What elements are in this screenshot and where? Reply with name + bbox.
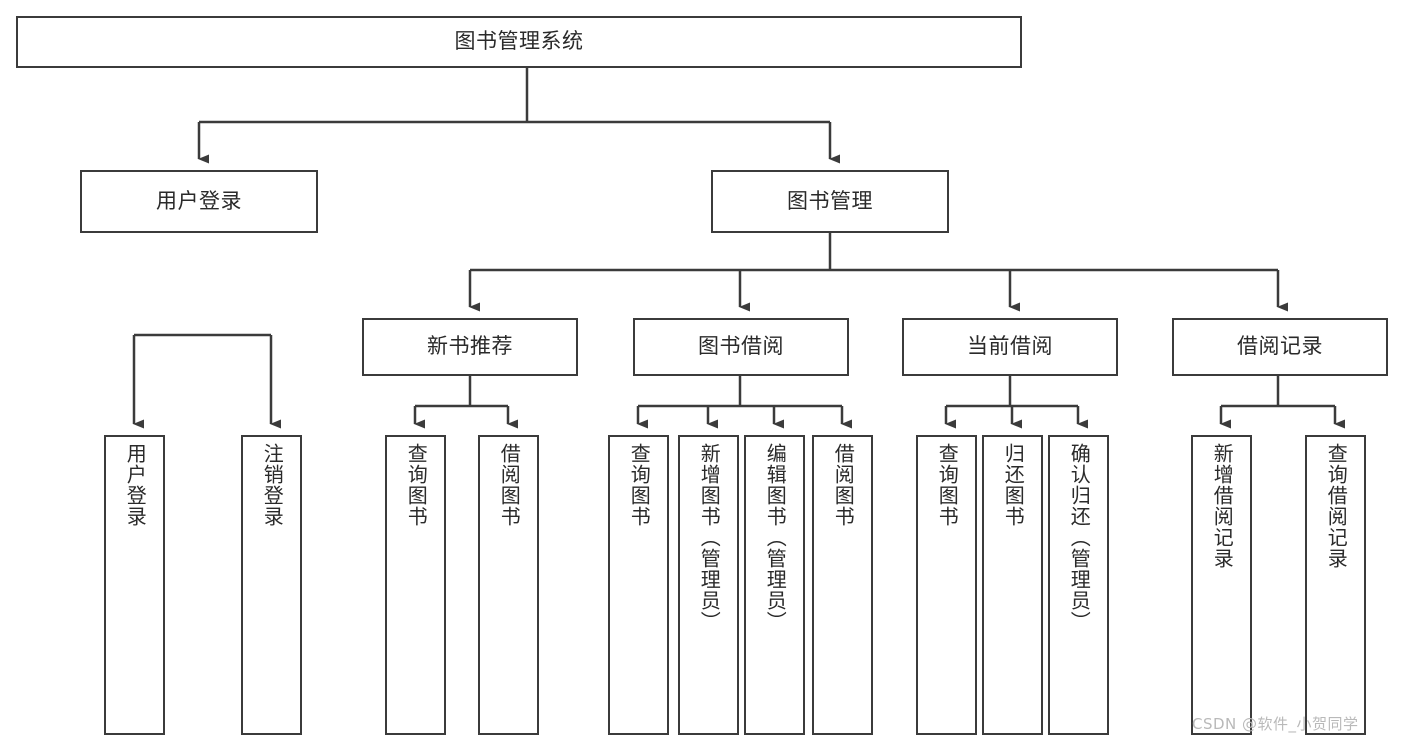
- node-leaf-logout[interactable]: 注销登录: [241, 435, 302, 735]
- node-leaf-confirm-return[interactable]: 确认归还（管理员）: [1048, 435, 1109, 735]
- node-borrow-record[interactable]: 借阅记录: [1172, 318, 1388, 376]
- node-label: 借阅图书: [497, 443, 522, 527]
- node-leaf-borrow-book[interactable]: 借阅图书: [812, 435, 873, 735]
- node-label: 新增借阅记录: [1210, 443, 1235, 569]
- node-leaf-query-book-cur[interactable]: 查询图书: [916, 435, 977, 735]
- node-label: 新增图书（管理员）: [697, 443, 722, 632]
- node-leaf-add-record[interactable]: 新增借阅记录: [1191, 435, 1252, 735]
- node-root-book-management-system[interactable]: 图书管理系统: [16, 16, 1022, 68]
- csdn-watermark: CSDN @软件_小贺同学: [1192, 715, 1359, 733]
- node-label: 借阅记录: [1237, 334, 1323, 359]
- node-leaf-return-book[interactable]: 归还图书: [982, 435, 1043, 735]
- node-label: 图书管理系统: [454, 29, 584, 54]
- node-label: 图书管理: [787, 188, 873, 213]
- node-label: 图书借阅: [698, 334, 784, 359]
- node-book-borrow[interactable]: 图书借阅: [633, 318, 849, 376]
- node-new-book-recommend[interactable]: 新书推荐: [362, 318, 578, 376]
- node-leaf-query-book-new[interactable]: 查询图书: [385, 435, 446, 735]
- node-label: 借阅图书: [831, 443, 856, 527]
- node-book-management[interactable]: 图书管理: [711, 170, 949, 233]
- node-label: 用户登录: [123, 443, 148, 527]
- node-label: 查询借阅记录: [1324, 443, 1349, 569]
- node-label: 注销登录: [260, 443, 285, 527]
- node-label: 当前借阅: [967, 334, 1053, 359]
- node-leaf-borrow-book-new[interactable]: 借阅图书: [478, 435, 539, 735]
- node-leaf-add-book-admin[interactable]: 新增图书（管理员）: [678, 435, 739, 735]
- node-label: 查询图书: [404, 443, 429, 527]
- node-label: 编辑图书（管理员）: [763, 443, 788, 632]
- node-user-login[interactable]: 用户登录: [80, 170, 318, 233]
- node-leaf-user-login[interactable]: 用户登录: [104, 435, 165, 735]
- node-label: 归还图书: [1001, 443, 1026, 527]
- node-current-borrow[interactable]: 当前借阅: [902, 318, 1118, 376]
- node-label: 查询图书: [935, 443, 960, 527]
- node-leaf-query-book[interactable]: 查询图书: [608, 435, 669, 735]
- node-label: 用户登录: [156, 188, 242, 213]
- node-leaf-query-record[interactable]: 查询借阅记录: [1305, 435, 1366, 735]
- node-leaf-edit-book-admin[interactable]: 编辑图书（管理员）: [744, 435, 805, 735]
- node-label: 查询图书: [627, 443, 652, 527]
- node-label: 确认归还（管理员）: [1067, 443, 1092, 632]
- node-label: 新书推荐: [427, 334, 513, 359]
